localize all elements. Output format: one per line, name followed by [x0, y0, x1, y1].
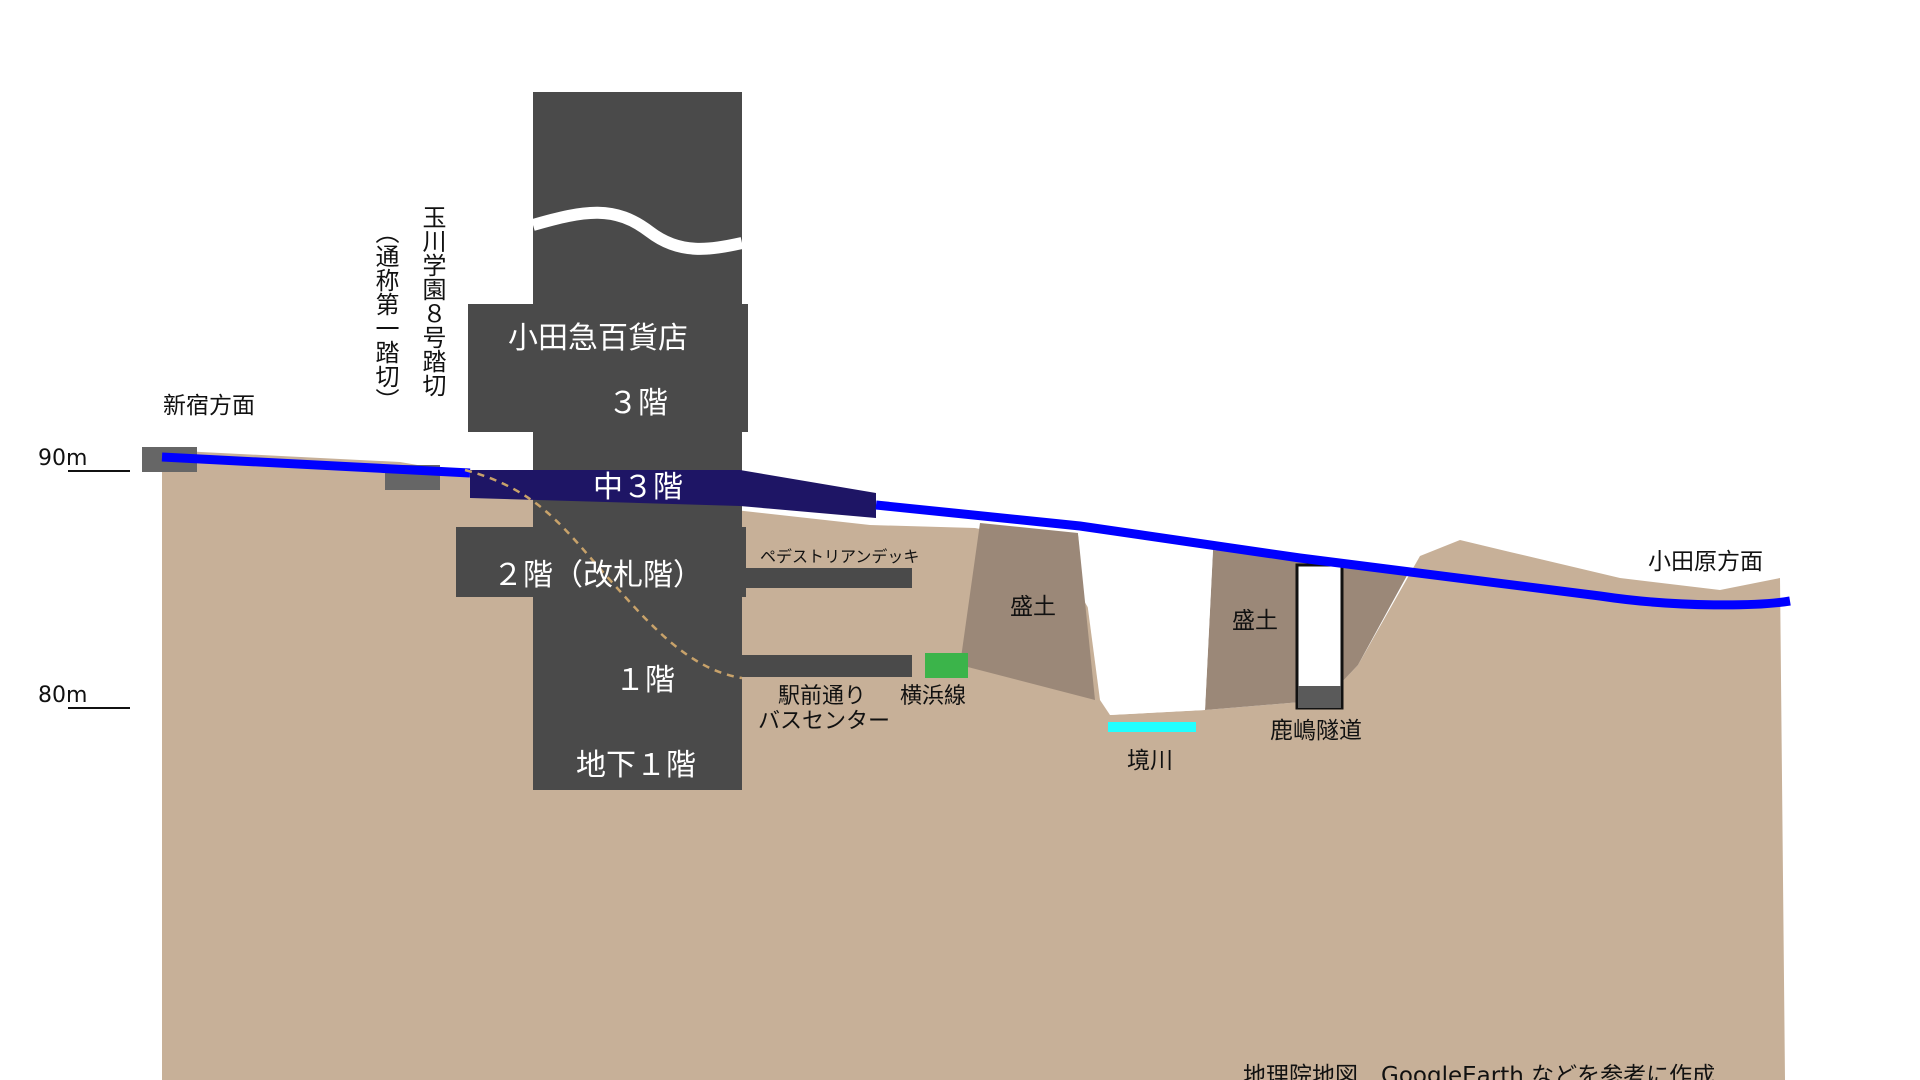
pedestrian-deck-label: ペデストリアンデッキ — [760, 547, 919, 566]
floor-3f-label: ３階 — [608, 386, 668, 421]
building-name-label: 小田急百貨店 — [508, 321, 688, 356]
floor-2f-label: ２階（改札階） — [493, 558, 703, 593]
building-wing-middle — [456, 527, 746, 597]
floor-1f-label: １階 — [615, 663, 675, 698]
floor-b1-label: 地下１階 — [576, 748, 696, 783]
building-wing-upper — [468, 304, 748, 432]
tunnel-label: 鹿嶋隧道 — [1270, 718, 1362, 744]
river-label: 境川 — [1127, 748, 1173, 774]
yokohama-line — [925, 653, 968, 678]
tunnel-floor — [1298, 686, 1341, 708]
river-valley — [1078, 533, 1213, 715]
odawara-direction-label: 小田原方面 — [1648, 549, 1763, 575]
building-break-line — [531, 206, 744, 255]
odakyu-track — [161, 452, 1791, 610]
original-ground-dashed-line — [464, 468, 743, 680]
elevation-90m-label: 90m — [38, 446, 87, 471]
bus-center — [742, 655, 912, 677]
elevation-80m-label: 80m — [38, 683, 87, 708]
shinjuku-direction-label: 新宿方面 — [163, 393, 255, 419]
source-credit: 地理院地図 GoogleEarth などを参考に作成 — [1243, 1063, 1715, 1080]
yokohama-line-label: 横浜線 — [900, 684, 966, 709]
river — [1108, 722, 1196, 732]
crossing-alias-label: （通称第一踏切） — [371, 220, 399, 412]
embankment-left-label: 盛土 — [1010, 594, 1056, 620]
floor-mid-3f-label: 中３階 — [593, 470, 683, 505]
embankment-left — [960, 523, 1095, 700]
bus-center-label-line2: バスセンター — [758, 709, 890, 734]
embankment-right-label: 盛土 — [1232, 608, 1278, 634]
pedestrian-deck — [742, 568, 912, 588]
platform-mid-3f — [470, 470, 876, 518]
crossing-name-label: 玉川学園８号踏切 — [418, 205, 446, 397]
ground — [162, 450, 1785, 1080]
bus-center-label-line1: 駅前通り — [778, 684, 866, 709]
department-store-building — [533, 92, 742, 790]
